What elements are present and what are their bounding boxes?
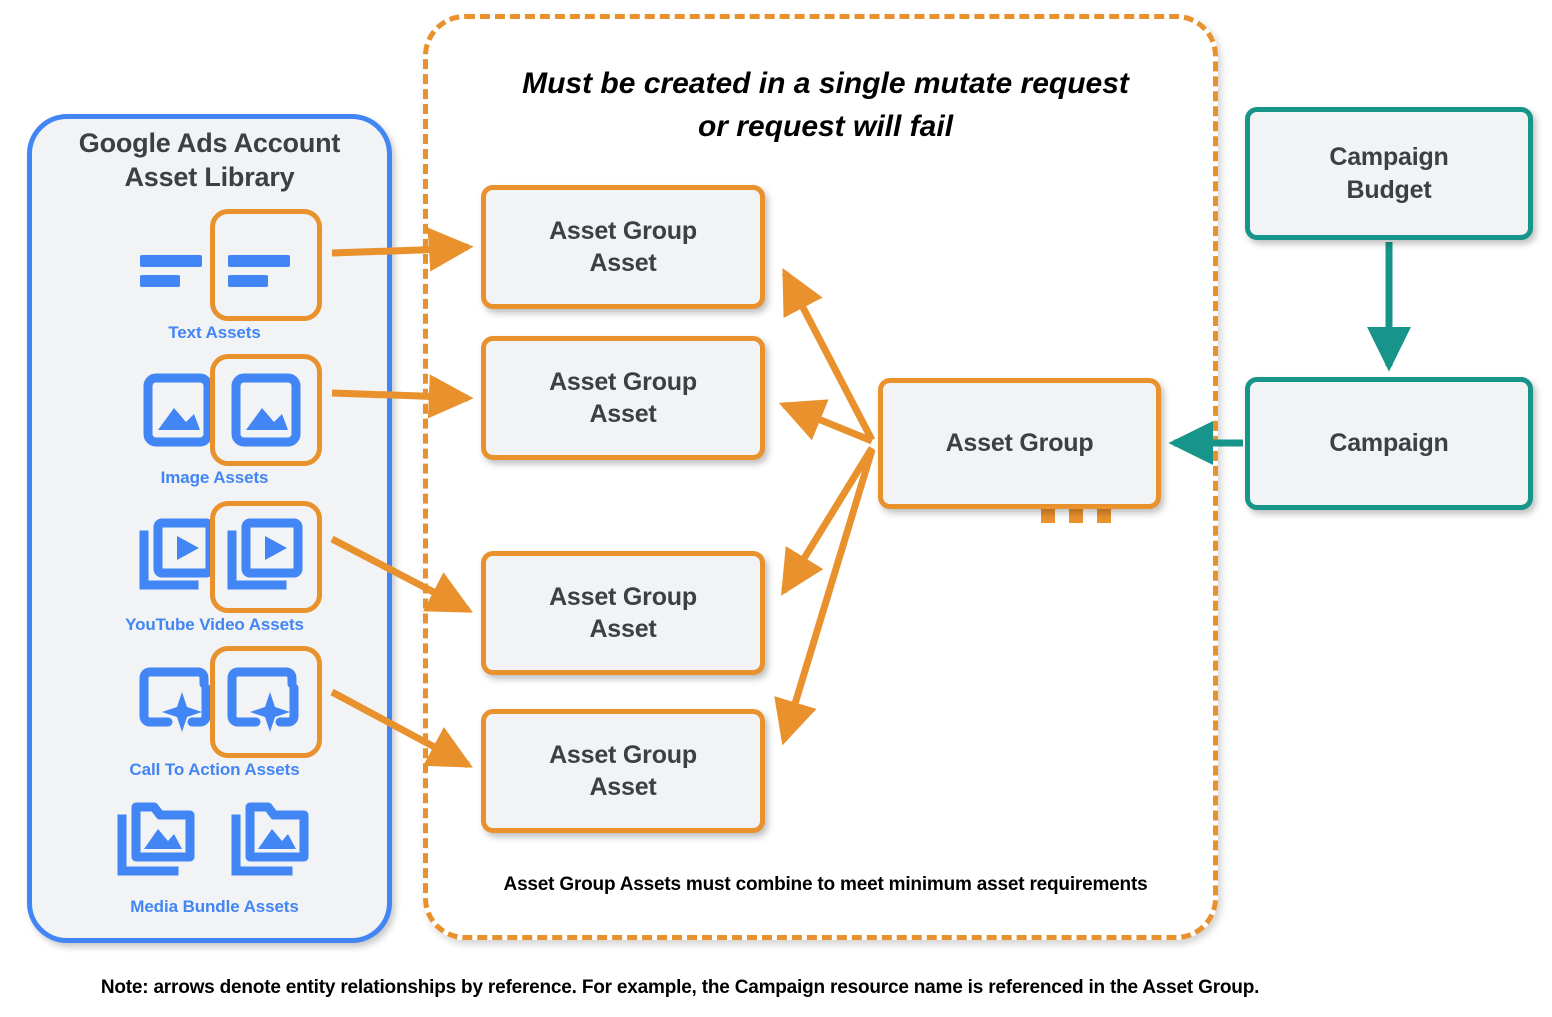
media-bundle-asset-icon [224,791,320,887]
asset-library-panel: Google Ads Account Asset Library [27,114,392,943]
arrow-asset-group-to-asset-4 [774,448,876,746]
text-asset-icon [130,217,226,313]
arrow-asset-group-to-asset-1 [781,268,876,442]
asset-group-asset-box[interactable]: Asset Group Asset [481,336,765,460]
asset-caption-media-bundle: Media Bundle Assets [130,897,299,916]
asset-row-image: Image Assets [32,354,397,487]
image-asset-highlight [210,354,322,466]
asset-library-title: Google Ads Account Asset Library [78,128,341,192]
mutate-footnote: Asset Group Assets must combine to meet … [503,874,1148,895]
text-asset-highlight [210,209,322,321]
call-to-action-asset-icon [218,654,314,750]
asset-row-video: YouTube Video Assets [32,501,397,634]
text-asset-icon [218,217,314,313]
asset-row-media-bundle: Media Bundle Assets [32,791,397,916]
arrow-asset-group-to-asset-2 [778,399,874,445]
asset-row-text: Text Assets [32,209,397,342]
arrow-video-to-asset-group-asset [330,535,473,614]
campaign-budget-box[interactable]: Campaign Budget [1245,107,1533,240]
image-asset-icon [130,362,226,458]
asset-group-asset-box[interactable]: Asset Group Asset [481,185,765,309]
campaign-box[interactable]: Campaign [1245,377,1533,510]
arrow-asset-group-to-asset-3 [781,446,875,596]
asset-icons-text [32,209,397,321]
arrow-image-to-asset-group-asset [331,374,474,419]
image-asset-icon [218,362,314,458]
asset-group-box[interactable]: Asset Group [878,378,1161,509]
asset-icons-image [32,354,397,466]
call-to-action-asset-icon [130,654,226,750]
asset-caption-text: Text Assets [168,323,261,342]
asset-icons-cta [32,646,397,758]
call-to-action-asset-highlight [210,646,322,758]
asset-group-asset-box[interactable]: Asset Group Asset [481,709,765,833]
video-asset-highlight [210,501,322,613]
asset-row-cta: Call To Action Assets [32,646,397,779]
diagram-note: Note: arrows denote entity relationships… [100,977,1260,998]
arrow-cta-to-asset-group-asset [330,688,473,769]
ellipsis-dot [1069,509,1083,523]
ellipsis-dot [1041,509,1055,523]
asset-icons-media-bundle [32,791,397,887]
video-asset-icon [218,509,314,605]
media-bundle-asset-icon [110,791,206,887]
ellipsis-indicator [1041,506,1111,526]
asset-caption-image: Image Assets [160,468,269,487]
asset-group-asset-box[interactable]: Asset Group Asset [481,551,765,675]
mutate-request-title: Must be created in a single mutate reque… [522,67,1129,143]
asset-icons-video [32,501,397,613]
ellipsis-dot [1097,509,1111,523]
asset-caption-video: YouTube Video Assets [125,615,304,634]
arrow-text-to-asset-group-asset [331,227,474,272]
asset-caption-cta: Call To Action Assets [129,760,300,779]
